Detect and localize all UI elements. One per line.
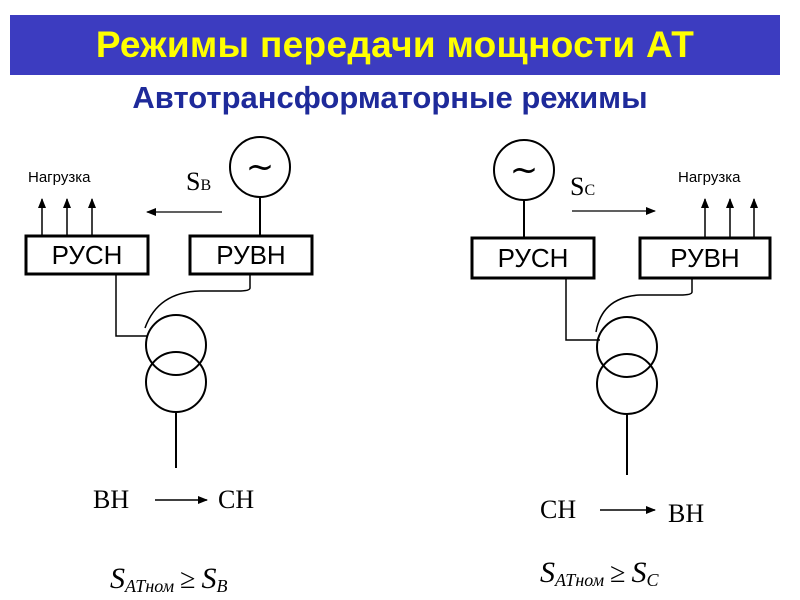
right-hv-wire	[595, 278, 693, 333]
left-rusn-box	[24, 234, 150, 276]
left-mv-wire	[115, 274, 148, 337]
right-generator-symbol: ~	[510, 150, 539, 190]
title-bar: Режимы передачи мощности АТ	[10, 15, 780, 75]
right-load-label: Нагрузка	[678, 169, 741, 186]
page-title: Режимы передачи мощности АТ	[95, 24, 695, 65]
right-rusn-label: РУСН	[498, 243, 569, 273]
right-flow-label: SС	[570, 172, 595, 201]
left-ruvn-label: РУВН	[216, 240, 285, 270]
right-transformer-coil-lower	[596, 353, 658, 415]
right-mv-wire	[565, 278, 600, 341]
right-formula: SАТном≥SC	[540, 556, 659, 590]
right-mode-from: СН	[540, 495, 576, 524]
page-subtitle: Автотрансформаторные режимы	[132, 80, 648, 115]
left-mode-to: СН	[218, 485, 254, 514]
right-ruvn-box	[638, 236, 772, 280]
right-transformer-coil-upper	[596, 316, 658, 378]
left-mode-from: ВН	[93, 485, 129, 514]
left-transformer-coil-lower	[145, 351, 207, 413]
left-formula: SАТном≥SB	[110, 562, 227, 596]
left-flow-label: SВ	[186, 167, 211, 196]
left-transformer-coil-upper	[145, 314, 207, 376]
right-scheme: ~ SС Нагрузка РУСН РУВН СН ВН SАТном≥SC	[470, 139, 772, 590]
left-scheme: Нагрузка SВ ~ РУСН РУВН ВН СН SАТном≥S	[24, 136, 314, 596]
left-load-label: Нагрузка	[28, 169, 91, 186]
right-load-arrows	[701, 198, 758, 238]
right-ruvn-label: РУВН	[670, 243, 739, 273]
left-rusn-label: РУСН	[52, 240, 123, 270]
right-mode-to: ВН	[668, 499, 704, 528]
left-load-arrows	[38, 198, 96, 235]
left-ruvn-box	[188, 234, 314, 276]
left-generator-symbol: ~	[246, 147, 275, 187]
right-rusn-box	[470, 236, 596, 280]
left-hv-wire	[144, 274, 251, 329]
